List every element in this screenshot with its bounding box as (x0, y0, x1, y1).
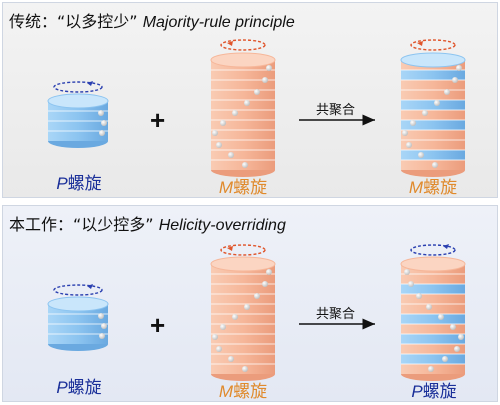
arrow-label: 共聚合 (316, 103, 356, 118)
rotation-ellipse-orange (220, 244, 266, 256)
rotation-ellipse-orange (410, 39, 456, 51)
stack-body (211, 264, 275, 374)
stack-body (211, 60, 275, 170)
stack-top (47, 93, 109, 109)
stack-top (400, 256, 466, 272)
panel-heading: 传统：“以多控少” Majority-rule principle (9, 8, 295, 32)
rotation-ellipse-orange (220, 39, 266, 51)
rotation-arrowhead (227, 41, 233, 46)
mixed-stack-p (400, 244, 466, 381)
caption-result-helix: M螺旋 (408, 178, 458, 198)
rotation-ellipse-blue (53, 81, 103, 93)
blue-short-stack (47, 81, 109, 148)
diagram-art-top (47, 39, 466, 177)
caption-p-helix: P螺旋 (56, 378, 102, 398)
heading-english: Majority-rule principle (142, 14, 295, 31)
panel-helicity-overriding: 本工作：“以少控多” Helicity-overriding (2, 205, 498, 402)
orange-tall-stack (210, 244, 276, 381)
heading-english: Helicity-overriding (158, 217, 286, 234)
rotation-ellipse-blue (410, 244, 456, 256)
stack-top (47, 296, 109, 312)
caption-m-helix: M螺旋 (218, 382, 268, 402)
blue-short-stack (47, 284, 109, 351)
arrow-label: 共聚合 (316, 307, 356, 322)
heading-chinese: 本工作：“以少控多” (9, 215, 154, 234)
panel-heading: 本工作：“以少控多” Helicity-overriding (9, 211, 286, 235)
caption-result-helix: P螺旋 (411, 382, 457, 402)
rotation-arrowhead (87, 81, 93, 86)
rotation-ellipse-blue (53, 284, 103, 296)
mixed-stack-m (400, 39, 466, 177)
stack-top (210, 256, 276, 272)
heading-chinese: 传统：“以多控少” (9, 12, 138, 31)
diagram-art-bottom (47, 244, 466, 381)
caption-p-helix: P螺旋 (56, 174, 102, 194)
orange-tall-stack (210, 39, 276, 177)
stack-bottom (48, 141, 108, 148)
panel-majority-rule: 传统：“以多控少” Majority-rule principle (2, 2, 498, 198)
caption-m-helix: M螺旋 (218, 178, 268, 198)
stack-top (400, 52, 466, 68)
stack-top (210, 52, 276, 68)
plus-sign: + (150, 105, 166, 135)
plus-sign: + (150, 310, 166, 340)
